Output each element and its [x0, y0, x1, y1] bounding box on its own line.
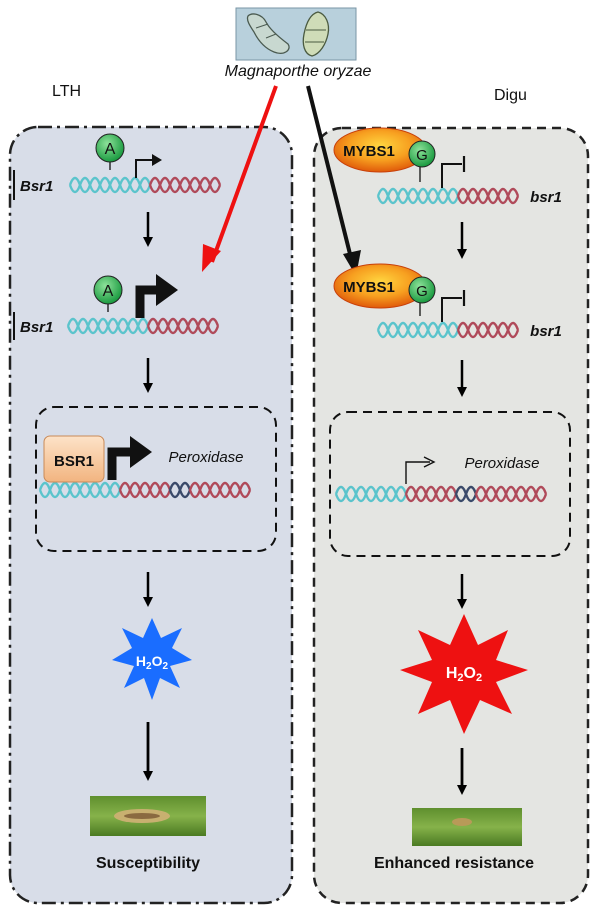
left-peroxidase-box — [35, 406, 277, 552]
left-outcome: Susceptibility — [96, 855, 200, 872]
infection-arrow-red-head — [202, 244, 221, 272]
pathogen-spore-image — [235, 7, 357, 61]
left-bsr1-label: BSR1 — [54, 453, 94, 470]
left-allele-label-1: A — [105, 141, 116, 158]
left-peroxidase-dna — [38, 436, 252, 499]
pathogen-name: Magnaporthe oryzae — [225, 63, 372, 80]
left-allele-a-2 — [93, 275, 123, 305]
right-outcome: Enhanced resistance — [374, 855, 534, 872]
infection-arrow-red — [210, 85, 278, 263]
left-h2o2-label: H2O2 — [136, 653, 169, 672]
right-peroxidase-box — [329, 411, 571, 557]
right-peroxidase-label: Peroxidase — [464, 455, 539, 472]
right-allele-label-2: G — [416, 283, 428, 300]
right-panel — [312, 126, 590, 905]
right-allele-g-2 — [408, 276, 436, 304]
left-allele-a-1 — [95, 133, 125, 163]
left-allele-label-2: A — [103, 283, 114, 300]
right-gene-label-1: bsr1 — [530, 189, 562, 206]
left-h2o2-burst — [112, 618, 192, 700]
left-peroxidase-label: Peroxidase — [168, 449, 243, 466]
right-mybs1-label-2: MYBS1 — [343, 279, 395, 296]
right-gene-2 — [376, 290, 520, 339]
left-bsr1-protein — [43, 435, 105, 483]
left-gene-label-1: Bsr1 — [20, 178, 53, 195]
right-allele-g-1 — [408, 140, 436, 168]
right-panel-label: Digu — [494, 87, 527, 104]
right-peroxidase-dna — [334, 456, 548, 503]
left-leaf-image — [90, 796, 206, 836]
right-mybs1-label-1: MYBS1 — [343, 143, 395, 160]
left-gene-2 — [13, 274, 220, 340]
infection-arrow-black — [306, 85, 354, 263]
right-allele-label-1: G — [416, 147, 428, 164]
left-panel — [8, 125, 294, 905]
right-gene-label-2: bsr1 — [530, 323, 562, 340]
right-h2o2-label: H2O2 — [446, 665, 482, 684]
right-h2o2-burst — [400, 614, 528, 734]
left-panel-label: LTH — [52, 83, 81, 100]
left-gene-1 — [13, 154, 222, 200]
right-gene-1 — [376, 156, 520, 205]
left-gene-label-2: Bsr1 — [20, 319, 53, 336]
right-leaf-image — [412, 808, 522, 846]
